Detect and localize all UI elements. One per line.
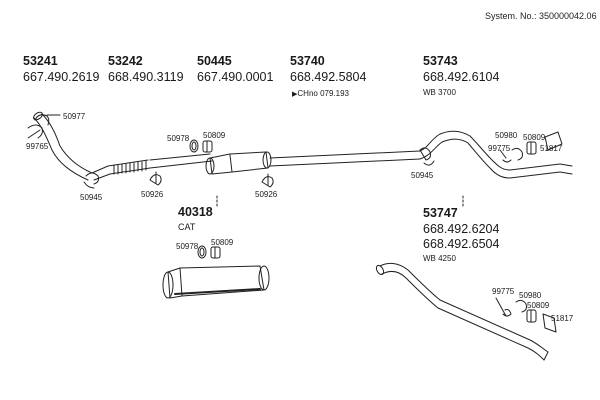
tag-99775-upper: 99775 [488, 144, 511, 153]
clamp-50926-left [149, 171, 162, 186]
part-code-53242: 53242 [108, 54, 143, 68]
hanger-50809-upper [202, 140, 213, 153]
part-number-53740: 668.492.5804 [290, 70, 367, 84]
ring-50978-upper [189, 139, 199, 153]
flex-pipe [91, 153, 213, 181]
hanger-50809-lower [210, 246, 221, 259]
part-number-53747-b: 668.492.6504 [423, 237, 500, 251]
part-code-40318: 40318 [178, 205, 213, 219]
part-number-53743: 668.492.6104 [423, 70, 500, 84]
chassis-note: ▶CHno 079.193 [292, 89, 349, 98]
tag-50945-right: 50945 [411, 171, 434, 180]
part-code-53747: 53747 [423, 206, 458, 220]
tag-50977: 50977 [63, 112, 86, 121]
part-code-53743: 53743 [423, 54, 458, 68]
clamp-50945-left [83, 172, 99, 189]
tag-99775-lower: 99775 [492, 287, 515, 296]
tag-99765: 99765 [26, 142, 49, 151]
part-number-53242: 668.490.3119 [108, 70, 184, 84]
tag-50809-upper: 50809 [203, 131, 226, 140]
tag-50980-upper: 50980 [495, 131, 518, 140]
chassis-note-text: CHno 079.193 [297, 89, 349, 98]
tag-50945-left: 50945 [80, 193, 103, 202]
cat-label: CAT [178, 222, 196, 232]
part-number-53747-a: 668.492.6204 [423, 222, 500, 236]
main-muffler [205, 151, 272, 175]
clamp-99765 [27, 124, 43, 139]
tag-51817-upper: 51817 [540, 144, 563, 153]
part-code-53740: 53740 [290, 54, 325, 68]
tag-50809-right-upper: 50809 [523, 133, 546, 142]
part-code-53241: 53241 [23, 54, 58, 68]
part-number-53241: 667.490.2619 [23, 70, 100, 84]
system-number: System. No.: 350000042.06 [485, 11, 597, 21]
tag-50809-right-lower: 50809 [527, 301, 550, 310]
tag-50980-lower: 50980 [519, 291, 542, 300]
tag-50926-left: 50926 [141, 190, 164, 199]
catalyst-unit [162, 265, 270, 299]
part-number-50445: 667.490.0001 [197, 70, 274, 84]
tag-51817-lower: 51817 [551, 314, 574, 323]
clamp-50945-right [419, 147, 435, 166]
tag-50978-lower: 50978 [176, 242, 199, 251]
clamp-50977 [34, 114, 61, 126]
tailpipe-long [375, 262, 549, 361]
clamp-50926-right [261, 173, 274, 188]
tag-50978-upper: 50978 [167, 134, 190, 143]
wheelbase-note-4250: WB 4250 [423, 254, 456, 263]
wheelbase-note-3700: WB 3700 [423, 88, 456, 97]
pointer-icon: ▶ [292, 91, 298, 98]
tag-50926-right: 50926 [255, 190, 278, 199]
tag-50809-lower: 50809 [211, 238, 234, 247]
part-code-50445: 50445 [197, 54, 232, 68]
ring-50978-lower [197, 245, 207, 259]
